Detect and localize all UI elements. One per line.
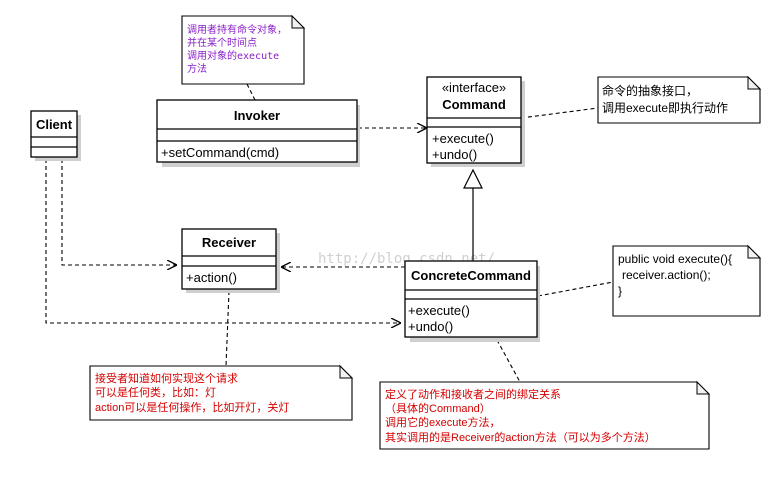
concrete-note: 定义了动作和接收者之间的绑定关系 （具体的Command） 调用它的execut… — [379, 380, 711, 450]
code-note-line-3: } — [618, 284, 622, 298]
receiver-name: Receiver — [202, 235, 256, 250]
client-class[interactable]: Client — [30, 110, 81, 161]
connectors — [45, 83, 614, 383]
command-note-anchor — [520, 107, 599, 119]
invoker-name: Invoker — [234, 108, 280, 123]
command-note-line-1: 命令的抽象接口， — [602, 83, 698, 98]
client-name: Client — [36, 117, 73, 132]
concrete-note-line-4: 其实调用的是Receiver的action方法（可以为多个方法） — [385, 430, 656, 444]
command-op-undo: +undo() — [432, 147, 477, 162]
concrete-note-line-1: 定义了动作和接收者之间的绑定关系 — [385, 387, 561, 401]
invoker-note-line-1: 调用者持有命令对象， — [187, 23, 287, 36]
receiver-op: +action() — [186, 270, 237, 285]
client-receiver-dependency — [61, 159, 176, 265]
code-note-line-2: receiver.action(); — [622, 268, 711, 282]
invoker-note-line-2: 并在某个时间点 — [187, 36, 257, 49]
command-interface[interactable]: «interface» Command +execute() +undo() — [426, 76, 525, 167]
command-note-line-2: 调用execute即执行动作 — [602, 101, 728, 115]
concrete-name: ConcreteCommand — [411, 268, 531, 283]
code-note-line-1: public void execute(){ — [618, 252, 732, 266]
receiver-class[interactable]: Receiver +action() — [181, 228, 280, 293]
concrete-op-execute: +execute() — [408, 303, 470, 318]
code-note: public void execute(){ receiver.action()… — [612, 244, 762, 317]
invoker-op: +setCommand(cmd) — [161, 145, 279, 160]
receiver-note-line-2: 可以是任何类，比如：灯 — [95, 385, 216, 399]
invoker-note-line-3: 调用对象的execute — [187, 49, 279, 62]
concrete-note-line-3: 调用它的execute方法， — [385, 415, 501, 429]
concrete-note-line-2: （具体的Command） — [385, 401, 491, 415]
invoker-class[interactable]: Invoker +setCommand(cmd) — [156, 99, 360, 167]
realization-triangle — [463, 168, 483, 189]
receiver-note-line-3: action可以是任何操作，比如开灯，关灯 — [95, 400, 289, 414]
command-stereotype: «interface» — [442, 80, 506, 95]
command-op-execute: +execute() — [432, 131, 494, 146]
command-name: Command — [442, 97, 506, 112]
receiver-note: 接受者知道如何实现这个请求 可以是任何类，比如：灯 action可以是任何操作，… — [89, 364, 354, 421]
concrete-command-class[interactable]: ConcreteCommand +execute() +undo() — [404, 260, 540, 342]
concrete-op-undo: +undo() — [408, 319, 453, 334]
command-note: 命令的抽象接口， 调用execute即执行动作 — [597, 75, 762, 124]
receiver-note-line-1: 接受者知道如何实现这个请求 — [95, 371, 238, 385]
receiver-note-anchor — [225, 290, 230, 367]
client-concrete-dependency — [45, 159, 400, 323]
concrete-note-anchor — [496, 339, 521, 383]
code-note-anchor — [537, 281, 614, 297]
invoker-note: 调用者持有命令对象， 并在某个时间点 调用对象的execute 方法 — [181, 14, 306, 85]
invoker-note-anchor — [246, 83, 256, 101]
invoker-note-line-4: 方法 — [187, 62, 207, 75]
